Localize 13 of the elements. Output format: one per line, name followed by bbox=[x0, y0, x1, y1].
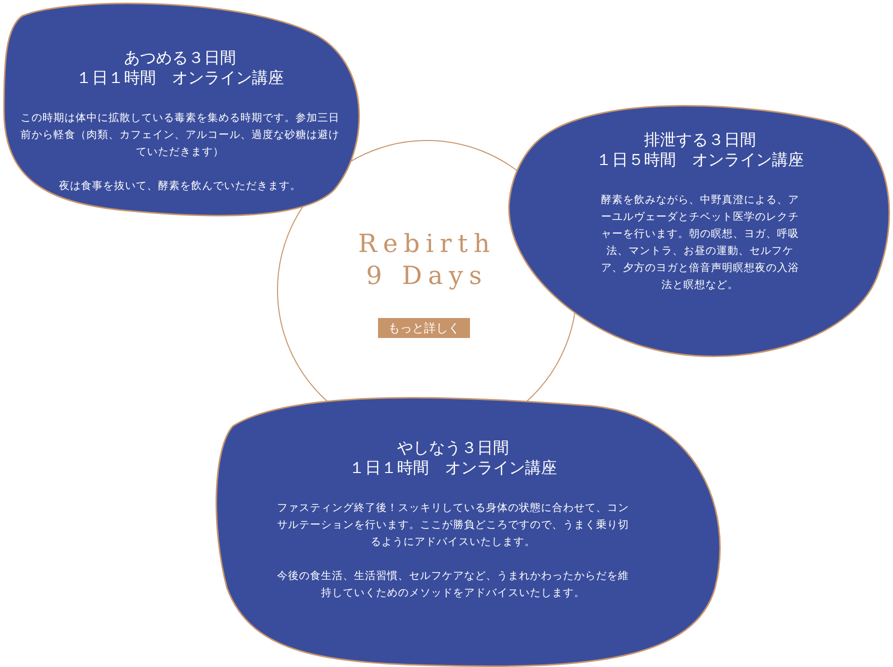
body-text: この時期は体中に拡散している毒素を集める時期です。参加三日前から軽食（肉類、カフェイン、アルコール、過度な砂糖は避けていただきます） bbox=[20, 111, 340, 160]
body-text: 今後の食生活、生活習慣、セルフケアなど、うまれかわったからだを維持していくためのメソッドをアドバイスいたします。 bbox=[276, 569, 630, 601]
heading: 排泄する３日間 bbox=[643, 130, 757, 150]
heading: １日５時間 オンライン講座 bbox=[595, 150, 805, 170]
details-button: もっと詳しく bbox=[378, 318, 470, 338]
body-text: 酵素を飲みながら、中野真澄による、アーユルヴェーダとチベット医学のレクチャーを行います。朝の瞑想、ヨガ、呼吸法、マントラ、お昼の運動、セルフケア、夕方のヨガと倍音声明瞑想夜の入浴法と瞑想など。 bbox=[600, 193, 800, 293]
body-text: 夜は食事を抜いて、酵素を飲んでいただきます。 bbox=[58, 179, 302, 194]
heading: あつめる３日間 bbox=[123, 48, 237, 68]
title: Rebirth 9 Days bbox=[357, 228, 497, 292]
heading: やしなう３日間 bbox=[396, 438, 510, 458]
body-text: ファスティング終了後！スッキリしている身体の状態に合わせて、コンサルテーションを行います。ここが勝負どころですので、うまく乗り切るようにアドバイスいたします。 bbox=[276, 501, 630, 550]
heading: １日１時間 オンライン講座 bbox=[348, 458, 558, 478]
heading: １日１時間 オンライン講座 bbox=[75, 68, 285, 88]
